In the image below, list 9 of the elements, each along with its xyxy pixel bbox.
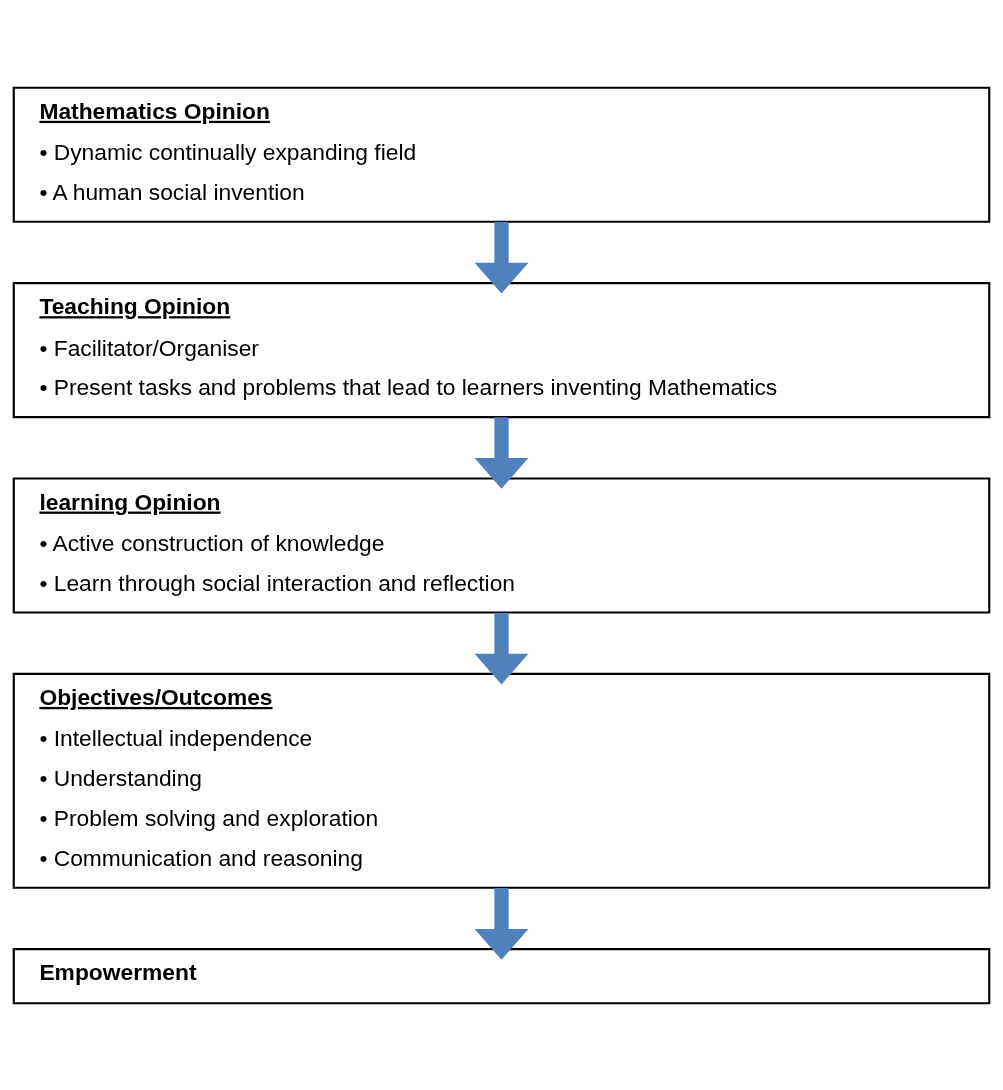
node-box: Teaching Opinion • Facilitator/Organiser • Present tasks and problems that lead to learners inventing Mathematics: [12, 281, 991, 418]
arrow: [474, 612, 529, 684]
arrow: [474, 221, 529, 293]
node-box: Objectives/Outcomes • Intellectual independence • Understanding • Problem solving and exploration • Communication and reasoning: [12, 672, 991, 889]
arrow: [474, 887, 529, 960]
node-box: Mathematics Opinion • Dynamic continually expanding field • A human social invention: [12, 86, 991, 223]
node-box: learning Opinion • Active construction of knowledge • Learn through social interaction and reflection: [12, 476, 991, 614]
node-box: Empowerment: [12, 947, 991, 1004]
arrow: [474, 416, 529, 489]
